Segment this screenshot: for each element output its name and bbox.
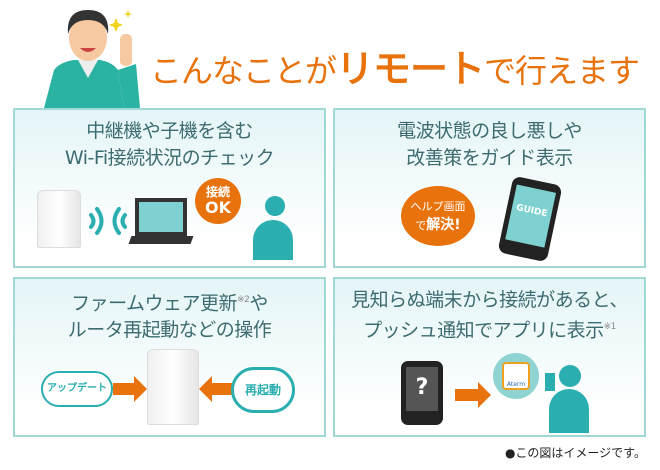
unknown-symbol: ? xyxy=(406,367,438,411)
panel-title: 見知らぬ端末から接続があると、プッシュ通知でアプリに表示※1 xyxy=(351,289,628,342)
panel-title: 電波状態の良し悪しや改善策をガイド表示 xyxy=(397,120,582,169)
app-notification-bubble: Aterm xyxy=(493,353,539,399)
update-cloud: アップデート xyxy=(41,371,113,407)
panel-push-notification: 見知らぬ端末から接続があると、プッシュ通知でアプリに表示※1 ? Aterm xyxy=(333,277,646,437)
user-body-icon xyxy=(549,389,589,433)
page-title: こんなことがリモートで行えます xyxy=(150,47,640,91)
app-icon-label: Aterm xyxy=(502,362,530,390)
restart-badge: 再起動 xyxy=(231,367,295,413)
router-icon xyxy=(37,190,81,248)
user-icon xyxy=(265,196,285,216)
router-icon xyxy=(147,349,199,425)
mascot-illustration xyxy=(40,4,140,108)
arrow-right-icon xyxy=(113,376,147,402)
arrow-right-icon xyxy=(455,382,491,408)
footnote: ●この図はイメージです。 xyxy=(504,446,646,460)
laptop-icon xyxy=(128,198,194,244)
unknown-device-icon: ? xyxy=(401,361,443,425)
user-body-icon xyxy=(253,220,293,260)
user-icon xyxy=(559,365,581,387)
wifi-signal-icon xyxy=(89,207,127,235)
smartphone-guide-icon: GUIDE xyxy=(497,175,563,263)
panel-guide: 電波状態の良し悪しや改善策をガイド表示 ヘルプ画面で解決! GUIDE xyxy=(333,108,646,268)
panel-firmware: ファームウェア更新※2やルータ再起動などの操作 アップデート 再起動 xyxy=(13,277,326,437)
panel-title: ファームウェア更新※2やルータ再起動などの操作 xyxy=(67,292,272,342)
arrow-left-icon xyxy=(211,383,233,395)
help-bubble: ヘルプ画面で解決! xyxy=(401,186,475,246)
smartphone-icon xyxy=(543,371,557,393)
guide-screen-label: GUIDE xyxy=(505,184,557,248)
